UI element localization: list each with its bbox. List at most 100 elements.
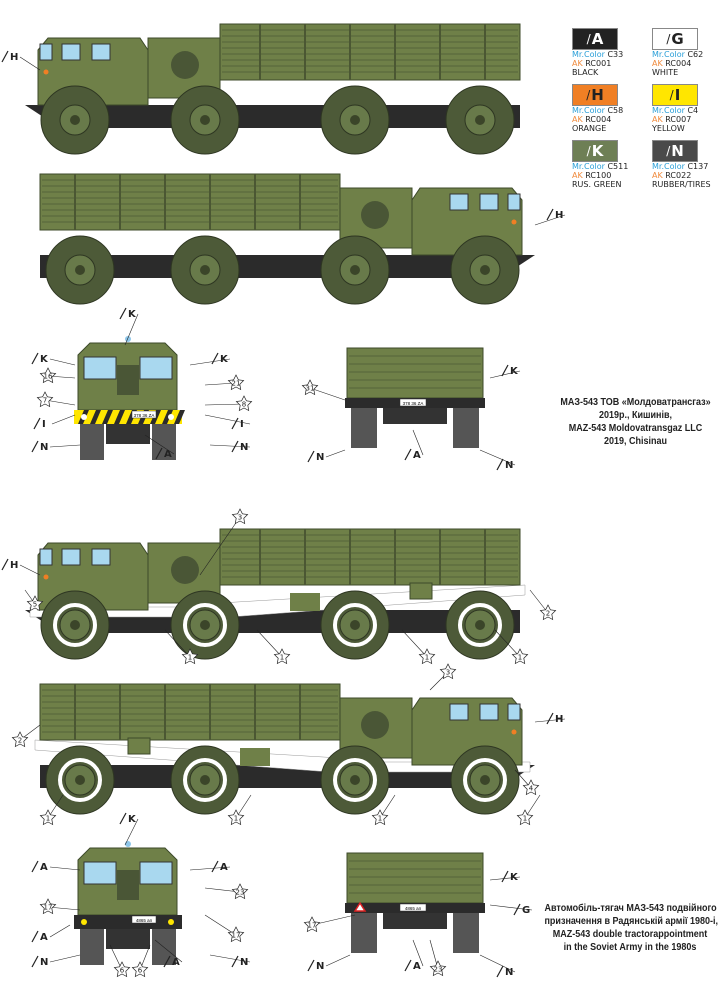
leader-line [534, 718, 566, 723]
brush-icon [546, 208, 554, 221]
side-view-right-moldova [39, 173, 535, 305]
brush-icon: / [666, 144, 671, 158]
swatch-yellow: /I Mr.Color C4 AK RC007 YELLOW [652, 84, 723, 133]
grille [117, 365, 139, 395]
windscreen [39, 548, 53, 566]
paint-callout-H: H [555, 714, 563, 725]
cargo-bed [39, 683, 341, 741]
color-name: BLACK [572, 68, 599, 77]
paint-callout-A: A [164, 449, 172, 460]
color-name: ORANGE [572, 124, 607, 133]
paint-callout-H: H [555, 210, 563, 221]
ak-code: RC100 [585, 171, 612, 180]
cargo-bed [39, 173, 341, 231]
leader-line [529, 589, 549, 614]
decal-star-icon [131, 961, 149, 978]
leader-line [144, 434, 175, 455]
axle [383, 913, 447, 929]
hub-center [200, 265, 210, 275]
leader-line [209, 954, 251, 963]
paint-callout-K: K [220, 354, 229, 365]
mr-code: C511 [607, 162, 629, 171]
decal-star-icon [516, 809, 534, 826]
chassis [25, 105, 520, 128]
leader-line [19, 56, 41, 71]
decal-callout-1: 1 [280, 654, 284, 662]
leader-line [379, 794, 396, 819]
decal-callout-21: 21 [232, 380, 241, 388]
paint-callout-A: A [413, 961, 421, 972]
leader-line [47, 906, 81, 911]
color-chip: /A [572, 28, 618, 50]
decal-callout-8: 8 [242, 401, 246, 409]
leader-line [479, 449, 516, 466]
ak-code: RC001 [585, 59, 612, 68]
leader-line [489, 370, 521, 379]
decal-star-icon [418, 648, 436, 665]
brand-ak: AK [652, 59, 663, 68]
paint-callout-A: A [413, 450, 421, 461]
brush-icon [155, 447, 163, 460]
white-rim-ring [58, 758, 102, 802]
leader-line [412, 939, 424, 967]
brush-icon [546, 712, 554, 725]
mr-color-line: Mr.Color C33 [572, 50, 722, 59]
tire [80, 929, 104, 965]
leader-line [534, 214, 566, 226]
brush-icon [404, 448, 412, 461]
caption-line: 2019р., Кишинів, [598, 410, 673, 421]
ak-code: RC004 [585, 115, 612, 124]
color-chip: /G [652, 28, 698, 50]
swatch-orange: /H Mr.Color C58 AK RC004 ORANGE [572, 84, 722, 133]
ak-code: RC007 [665, 115, 692, 124]
brush-icon [119, 307, 127, 320]
caption-line: MAZ-543 Moldovatransgaz LLC [568, 423, 703, 434]
brush-icon [231, 955, 239, 968]
plate-number: 378 36 ZA [134, 413, 155, 418]
fuel-tank [290, 593, 320, 611]
caption-line: in the Soviet Army in the 1980s [563, 942, 697, 953]
color-letter: G [671, 30, 684, 48]
brush-icon [31, 440, 39, 453]
license-plate [399, 398, 427, 407]
decal-callout-17: 17 [232, 932, 241, 940]
hub-center [200, 620, 210, 630]
license-plate [131, 410, 157, 419]
leader-line [49, 954, 81, 963]
brand-ak: AK [652, 171, 663, 180]
paint-callout-A: A [220, 862, 228, 873]
hub-center [70, 115, 80, 125]
paint-callout-K: K [128, 309, 137, 320]
decal-callout-1: 1 [188, 654, 192, 662]
tire [453, 408, 479, 448]
leader-line [325, 449, 346, 458]
leader-line [204, 414, 251, 425]
hub-center [350, 265, 360, 275]
caption-line: MAZ-543 double tractorappointment [552, 929, 708, 940]
paint-callout-A: A [40, 932, 48, 943]
leader-line [49, 444, 81, 448]
leader-line [189, 358, 231, 366]
orange-marker-light [511, 729, 517, 735]
plate-number: 4865 ап [405, 906, 422, 911]
brush-icon: / [586, 32, 591, 46]
decal-star-icon [429, 960, 447, 977]
headlight [168, 919, 174, 925]
grille [117, 870, 139, 900]
front-view-moldova: 378 36 ZA [74, 336, 185, 460]
ak-line: AK RC007 [652, 115, 723, 124]
decal-star-icon [113, 961, 131, 978]
paint-callout-N: N [40, 957, 48, 968]
leader-line [489, 904, 533, 911]
leader-line [164, 629, 191, 658]
axle [106, 929, 150, 949]
decal-star-icon [227, 809, 245, 826]
decal-star-icon [539, 604, 557, 621]
windscreen [139, 861, 173, 885]
cab-window [479, 193, 499, 211]
brush-icon [496, 458, 504, 471]
leader-line [19, 564, 41, 576]
decal-star-icon [231, 883, 249, 900]
color-letter: I [674, 86, 681, 104]
decal-callout-7: 7 [43, 397, 47, 405]
